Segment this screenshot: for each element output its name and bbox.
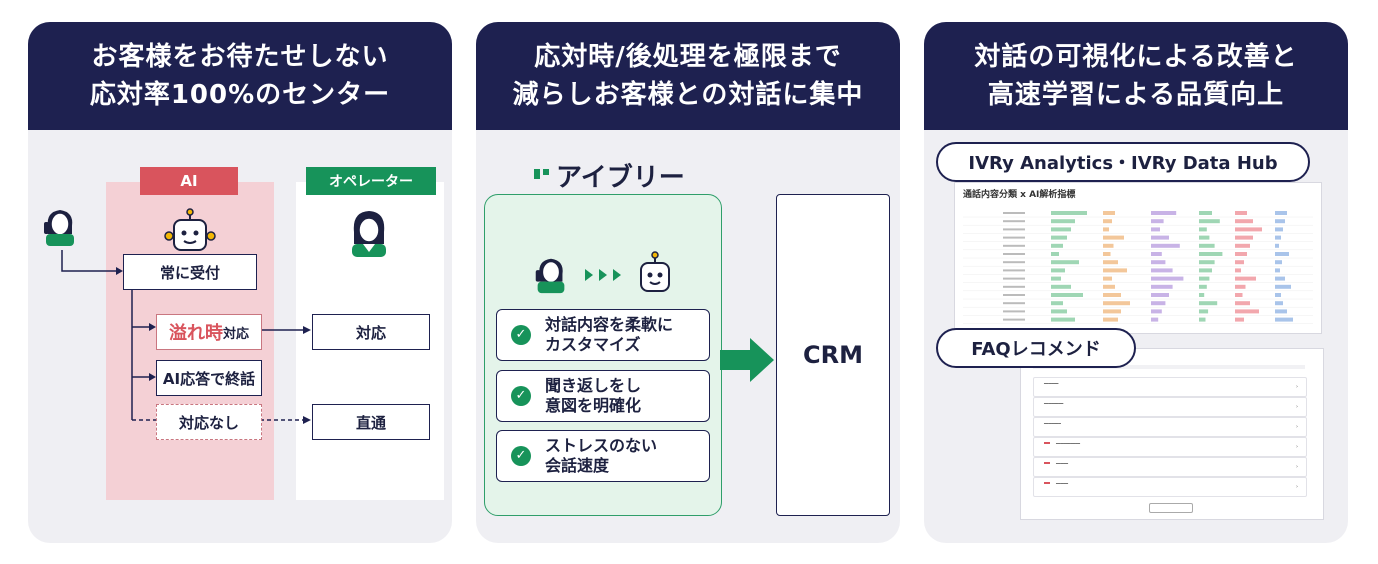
faq-pill: FAQレコメンド	[936, 328, 1136, 368]
always-accept-box: 常に受付	[123, 254, 257, 290]
overflow-red-text: 溢れ時	[168, 323, 223, 344]
analytics-screenshot: 通話内容分類 x AI解析指標	[954, 182, 1322, 334]
panel-2-title: 応対時/後処理を極限まで 減らしお客様との対話に集中	[476, 22, 900, 130]
flow-lines	[61, 250, 311, 424]
ai-label: AI	[140, 167, 238, 195]
ivry-logo: アイブリー	[534, 157, 685, 194]
logo-text: アイブリー	[556, 163, 685, 193]
chevrons-right-icon	[585, 269, 621, 281]
feature-clarify: ✓ 聞き返しをし意図を明確化	[496, 370, 710, 422]
ai-end-box: AI応答で終話	[156, 360, 262, 396]
analytics-title: 通話内容分類 x AI解析指標	[963, 190, 1076, 200]
overflow-box: 溢れ時対応	[156, 314, 262, 350]
faq-close-button[interactable]	[1149, 503, 1193, 513]
panel-response-rate: お客様をお待たせしない 応対率100%のセンター AI オペレーター	[28, 22, 452, 543]
feature-customize: ✓ 対話内容を柔軟にカスタマイズ	[496, 309, 710, 361]
panel-dialogue-focus: 応対時/後処理を極限まで 減らしお客様との対話に集中 アイブリー	[476, 22, 900, 543]
faq-row: ━━━━━›	[1033, 477, 1307, 497]
analytics-table-image	[963, 211, 1313, 324]
customer-icon	[44, 210, 74, 246]
faq-row: ━━━━━━›	[1033, 377, 1307, 397]
operator-label: オペレーター	[306, 167, 436, 195]
analytics-pill: IVRy Analytics・IVRy Data Hub	[936, 142, 1310, 182]
operator-icon	[352, 211, 386, 257]
panel-3-title: 対話の可視化による改善と 高速学習による品質向上	[924, 22, 1348, 130]
overflow-small-text: 対応	[222, 326, 249, 342]
check-icon: ✓	[511, 325, 531, 345]
faq-row: ━━━━━━━━›	[1033, 397, 1307, 417]
check-icon: ✓	[511, 446, 531, 466]
panel-1-title: お客様をお待たせしない 応対率100%のセンター	[28, 22, 452, 130]
feature-speed: ✓ ストレスのない会話速度	[496, 430, 710, 482]
faq-row: ━━━━━›	[1033, 457, 1307, 477]
faq-screenshot: ━━━━━━› ━━━━━━━━› ━━━━━━━› ━━━━━━━━━━› ━…	[1020, 348, 1324, 520]
crm-box: CRM	[776, 194, 890, 516]
customer-icon	[535, 258, 565, 294]
faq-row: ━━━━━━━›	[1033, 417, 1307, 437]
panel-visualization: 対話の可視化による改善と 高速学習による品質向上 通話内容分類 x AI解析指標…	[924, 22, 1348, 543]
no-response-box: 対応なし	[156, 404, 262, 440]
ivry-logo-icon	[534, 168, 549, 179]
check-icon: ✓	[511, 386, 531, 406]
robot-icon	[164, 208, 216, 251]
direct-box: 直通	[312, 404, 430, 440]
operator-response-box: 対応	[312, 314, 430, 350]
robot-icon	[640, 251, 670, 292]
faq-row: ━━━━━━━━━━›	[1033, 437, 1307, 457]
arrow-right-icon	[720, 338, 774, 382]
